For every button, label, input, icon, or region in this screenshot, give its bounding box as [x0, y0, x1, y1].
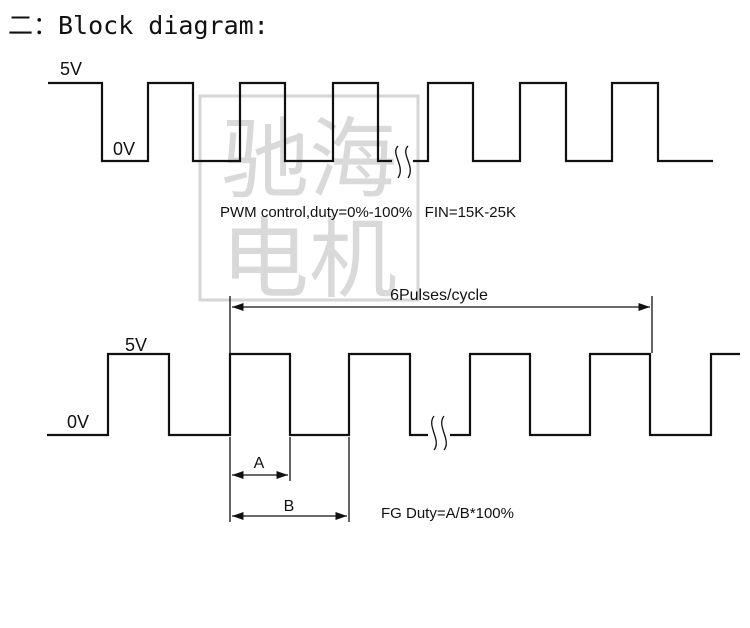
- pwm-low-label: 0V: [113, 139, 135, 159]
- fg-waveform: 6Pulses/cycle 5V 0V A B FG Duty=A/B*100%: [47, 287, 740, 522]
- pwm-high-label: 5V: [60, 59, 82, 79]
- pwm-break-mark-2: [405, 145, 411, 179]
- watermark-text-bottom: 电机: [221, 208, 397, 311]
- pwm-caption: PWM control,duty=0%-100% FIN=15K-25K: [220, 204, 516, 221]
- fg-duty-caption: FG Duty=A/B*100%: [381, 505, 514, 522]
- fg-low-label: 0V: [67, 412, 89, 432]
- pwm-signal-right: [413, 81, 713, 163]
- pwm-break-mark-1: [395, 145, 401, 179]
- fg-signal-right: [450, 352, 740, 437]
- fg-signal-left: [47, 352, 428, 437]
- pwm-waveform: 5V 0V PWM control,duty=0%-100% FIN=15K-2…: [48, 59, 713, 221]
- section-heading: 二：Block diagram:: [8, 11, 269, 40]
- fg-a-label: A: [254, 455, 265, 472]
- fg-b-label: B: [284, 498, 295, 515]
- fg-break-mark-2: [441, 415, 447, 451]
- pwm-signal-left: [48, 81, 392, 163]
- watermark-border: [198, 94, 420, 302]
- watermark-stamp: 驰海 电机: [198, 94, 420, 311]
- fg-span-label: 6Pulses/cycle: [390, 287, 488, 304]
- fg-high-label: 5V: [125, 335, 147, 355]
- watermark-text-top: 驰海: [221, 108, 397, 211]
- fg-break-mark-1: [431, 415, 437, 451]
